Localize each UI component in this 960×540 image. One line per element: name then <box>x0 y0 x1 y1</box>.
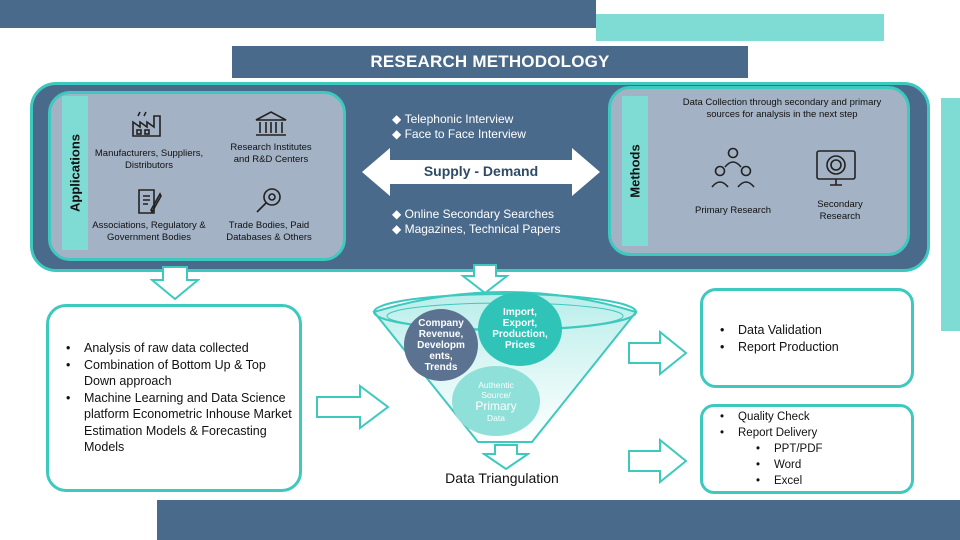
down-arrow-left <box>149 266 201 305</box>
circle-authentic-source: Authentic Source/ Primary Data <box>452 366 540 436</box>
methods-label-box: Methods <box>622 96 648 246</box>
analysis-list: Analysis of raw data collected Combinati… <box>62 340 298 456</box>
secondary-list: ◆ Online Secondary Searches ◆ Magazines,… <box>392 207 560 237</box>
right-arrow-delivery <box>628 437 688 489</box>
interview-item-2: ◆ Face to Face Interview <box>392 127 526 141</box>
delivery-item-1: Quality Check <box>716 409 906 425</box>
diamond-bullet-icon: ◆ <box>392 222 402 236</box>
applications-label-box: Applications <box>62 96 88 250</box>
applications-panel <box>48 91 346 261</box>
primary-research-label: Primary Research <box>694 205 772 216</box>
validation-list: Data Validation Report Production <box>716 322 906 356</box>
supply-demand-arrow <box>362 148 600 201</box>
delivery-list: Quality Check Report Delivery <box>716 409 906 441</box>
top-teal-bar <box>596 14 884 41</box>
supply-demand-label: Supply - Demand <box>423 163 539 179</box>
methods-panel <box>608 86 910 256</box>
application-item-4: Trade Bodies, Paid Databases & Others <box>226 220 312 243</box>
methods-description: Data Collection through secondary and pr… <box>682 97 882 120</box>
circle-company-revenue: Company Revenue, Developm ents, Trends <box>404 309 478 381</box>
diamond-bullet-icon: ◆ <box>392 207 402 221</box>
institution-icon <box>254 110 288 138</box>
magnifier-icon <box>254 186 284 216</box>
right-teal-bar <box>941 98 960 331</box>
diamond-bullet-icon: ◆ <box>392 127 402 141</box>
delivery-item-2: Report Delivery <box>716 425 906 441</box>
application-item-1: Manufacturers, Suppliers, Distributors <box>94 148 204 171</box>
right-arrow-validation <box>628 329 688 381</box>
interview-list: ◆ Telephonic Interview ◆ Face to Face In… <box>392 112 526 142</box>
circle-import-export: Import, Export, Production, Prices <box>478 292 562 366</box>
secondary-item-1: ◆ Online Secondary Searches <box>392 207 554 221</box>
secondary-item-2: ◆ Magazines, Technical Papers <box>392 222 561 236</box>
delivery-subitem-3: Excel <box>752 473 892 489</box>
analysis-item-1: Analysis of raw data collected <box>62 340 298 357</box>
methods-label: Methods <box>627 144 643 198</box>
interview-item-1: ◆ Telephonic Interview <box>392 112 514 126</box>
top-navy-bar <box>0 0 596 28</box>
monitor-icon <box>814 148 858 192</box>
delivery-subitem-2: Word <box>752 457 892 473</box>
applications-label: Applications <box>67 133 83 213</box>
secondary-research-label: Secondary Research <box>817 199 863 222</box>
down-arrow-middle <box>460 264 510 299</box>
delivery-subitem-1: PPT/PDF <box>752 441 892 457</box>
analysis-item-3: Machine Learning and Data Science platfo… <box>62 390 298 456</box>
people-icon <box>710 145 756 191</box>
delivery-sublist: PPT/PDF Word Excel <box>752 441 892 489</box>
application-item-2: Research Institutes and R&D Centers <box>230 142 312 165</box>
diamond-bullet-icon: ◆ <box>392 112 402 126</box>
validation-item-2: Report Production <box>716 339 906 356</box>
validation-item-1: Data Validation <box>716 322 906 339</box>
factory-icon <box>130 110 166 138</box>
right-arrow-analysis <box>316 384 390 435</box>
down-arrow-funnel <box>480 444 532 475</box>
page-title: RESEARCH METHODOLOGY <box>232 46 748 78</box>
bottom-navy-bar <box>157 500 960 540</box>
application-item-3: Associations, Regulatory & Government Bo… <box>92 220 206 243</box>
data-triangulation-caption: Data Triangulation <box>445 470 559 486</box>
document-icon <box>134 186 162 216</box>
analysis-item-2: Combination of Bottom Up & Top Down appr… <box>62 357 298 390</box>
